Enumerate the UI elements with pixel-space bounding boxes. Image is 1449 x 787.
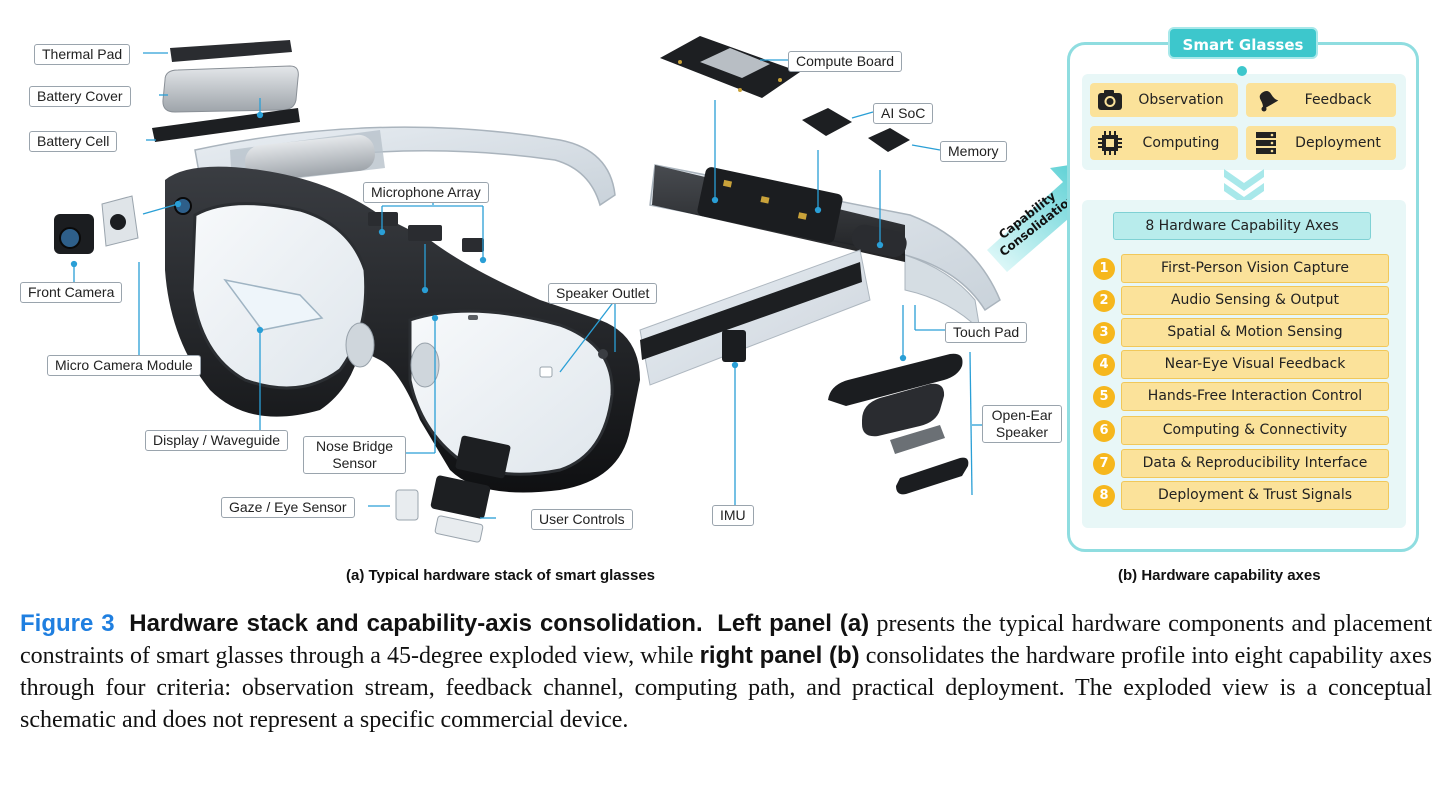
label-battery-cell: Battery Cell (29, 131, 118, 152)
axis-badge: 6 (1093, 420, 1115, 442)
axes-header: 8 Hardware Capability Axes (1113, 212, 1371, 240)
chip-icon (1098, 131, 1122, 155)
axis-item: Computing & Connectivity (1121, 416, 1389, 445)
micro-camera-module-part (101, 195, 139, 247)
axis-badge: 1 (1093, 258, 1115, 280)
gaze-sensor-part (395, 489, 419, 521)
user-controls-part (430, 475, 491, 543)
exploded-glasses-illustration (54, 36, 1001, 543)
label-microphone-array: Microphone Array (363, 182, 489, 203)
criterion-feedback: Feedback (1246, 83, 1396, 117)
axis-item: Deployment & Trust Signals (1121, 481, 1389, 510)
battery-cover-part (162, 65, 299, 113)
glasses-front-frame (165, 166, 871, 493)
figure-number: Figure 3 (20, 610, 115, 637)
leader-lines (70, 52, 982, 519)
thermal-pad-part (170, 40, 292, 62)
memory-part (868, 128, 910, 152)
compute-board-part (660, 36, 800, 98)
axis-badge: 3 (1093, 322, 1115, 344)
caption-text-2: consolidates the hardware profile into e… (20, 643, 1432, 733)
label-memory: Memory (940, 141, 1007, 162)
label-user-controls: User Controls (531, 509, 633, 530)
label-imu: IMU (712, 505, 754, 526)
criterion-deployment-label: Deployment (1295, 135, 1381, 151)
axis-item: First-Person Vision Capture (1121, 254, 1389, 283)
label-ai-soc: AI SoC (873, 103, 934, 124)
label-display-waveguide: Display / Waveguide (145, 430, 289, 451)
caption-right-panel-ref: right panel (b) (699, 642, 860, 669)
open-ear-speaker-parts (828, 353, 969, 495)
figure-title: Hardware stack and capability-axis conso… (129, 610, 703, 637)
microphone-array-parts (368, 212, 484, 252)
label-speaker-outlet: Speaker Outlet (548, 283, 658, 304)
nose-bridge-sensor-part (455, 435, 511, 479)
label-thermal-pad: Thermal Pad (34, 44, 131, 65)
ai-soc-part (802, 108, 852, 136)
label-gaze-eye-sensor: Gaze / Eye Sensor (221, 497, 355, 518)
axis-item: Hands-Free Interaction Control (1121, 382, 1389, 411)
caption-left-panel-ref: Left panel (a) (717, 610, 870, 637)
axis-badge: 5 (1093, 386, 1115, 408)
axis-item: Audio Sensing & Output (1121, 286, 1389, 315)
label-open-ear-speaker: Open-Ear Speaker (982, 405, 1062, 443)
criterion-feedback-label: Feedback (1304, 92, 1372, 108)
criterion-observation-label: Observation (1138, 92, 1224, 108)
criterion-computing: Computing (1090, 126, 1238, 160)
smart-glasses-title: Smart Glasses (1168, 27, 1318, 59)
title-connector-dot (1237, 66, 1247, 76)
caption-panel-a: (a) Typical hardware stack of smart glas… (346, 567, 656, 584)
server-icon (1256, 132, 1276, 154)
label-compute-board: Compute Board (788, 51, 903, 72)
label-nose-bridge-sensor: Nose Bridge Sensor (303, 436, 406, 474)
axis-item: Data & Reproducibility Interface (1121, 449, 1389, 478)
label-micro-camera-module: Micro Camera Module (47, 355, 201, 376)
criterion-observation: Observation (1090, 83, 1238, 117)
axis-badge: 4 (1093, 354, 1115, 376)
label-front-camera: Front Camera (20, 282, 123, 303)
axis-badge: 7 (1093, 453, 1115, 475)
front-camera-part (54, 214, 94, 254)
axis-item: Spatial & Motion Sensing (1121, 318, 1389, 347)
label-battery-cover: Battery Cover (29, 86, 131, 107)
panel-a-hardware-stack: Thermal Pad Battery Cover Battery Cell F… (20, 36, 1062, 543)
camera-icon (1098, 90, 1122, 110)
axis-badge: 8 (1093, 485, 1115, 507)
axis-badge: 2 (1093, 290, 1115, 312)
criterion-deployment: Deployment (1246, 126, 1396, 160)
battery-cell-part (152, 108, 300, 142)
caption-panel-b: (b) Hardware capability axes (1118, 567, 1321, 584)
axis-item: Near-Eye Visual Feedback (1121, 350, 1389, 379)
bell-icon (1259, 90, 1279, 112)
caption-text-1: presents the typical hardware components… (20, 611, 1433, 669)
criterion-computing-label: Computing (1142, 135, 1220, 151)
label-touch-pad: Touch Pad (945, 322, 1028, 343)
figure-caption: Figure 3 Hardware stack and capability-a… (20, 608, 1432, 736)
